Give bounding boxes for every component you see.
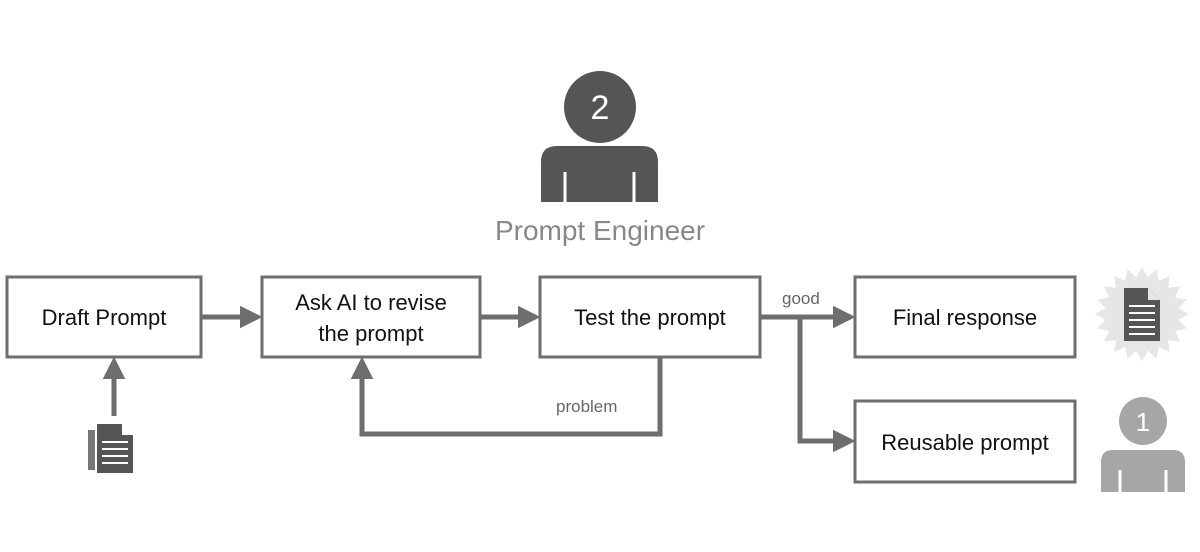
prompt-engineer-person-icon bbox=[541, 71, 658, 202]
edge-label-good: good bbox=[782, 289, 820, 308]
arrow-to-reusable-prompt bbox=[797, 317, 856, 453]
draft-prompt-box bbox=[5, 275, 203, 359]
user-badge-number: 1 bbox=[1136, 407, 1150, 437]
final-response-label: Final response bbox=[893, 305, 1037, 330]
ask-ai-revise-label-line1: Ask AI to revise bbox=[295, 290, 447, 315]
test-prompt-label: Test the prompt bbox=[574, 305, 726, 330]
edge-label-problem: problem bbox=[556, 397, 617, 416]
input-document-icon bbox=[88, 422, 135, 475]
draft-prompt-label: Draft Prompt bbox=[42, 305, 167, 330]
reusable-prompt-label: Reusable prompt bbox=[881, 430, 1049, 455]
reusable-prompt-box bbox=[853, 399, 1077, 484]
user-person-icon bbox=[1101, 397, 1185, 492]
ask-ai-revise-label-line2: the prompt bbox=[318, 321, 423, 346]
prompt-engineer-badge-number: 2 bbox=[591, 89, 610, 127]
prompt-engineer-title: Prompt Engineer bbox=[495, 215, 705, 246]
arrow-problem-loop bbox=[350, 356, 663, 437]
final-response-starburst-icon bbox=[1095, 267, 1189, 361]
